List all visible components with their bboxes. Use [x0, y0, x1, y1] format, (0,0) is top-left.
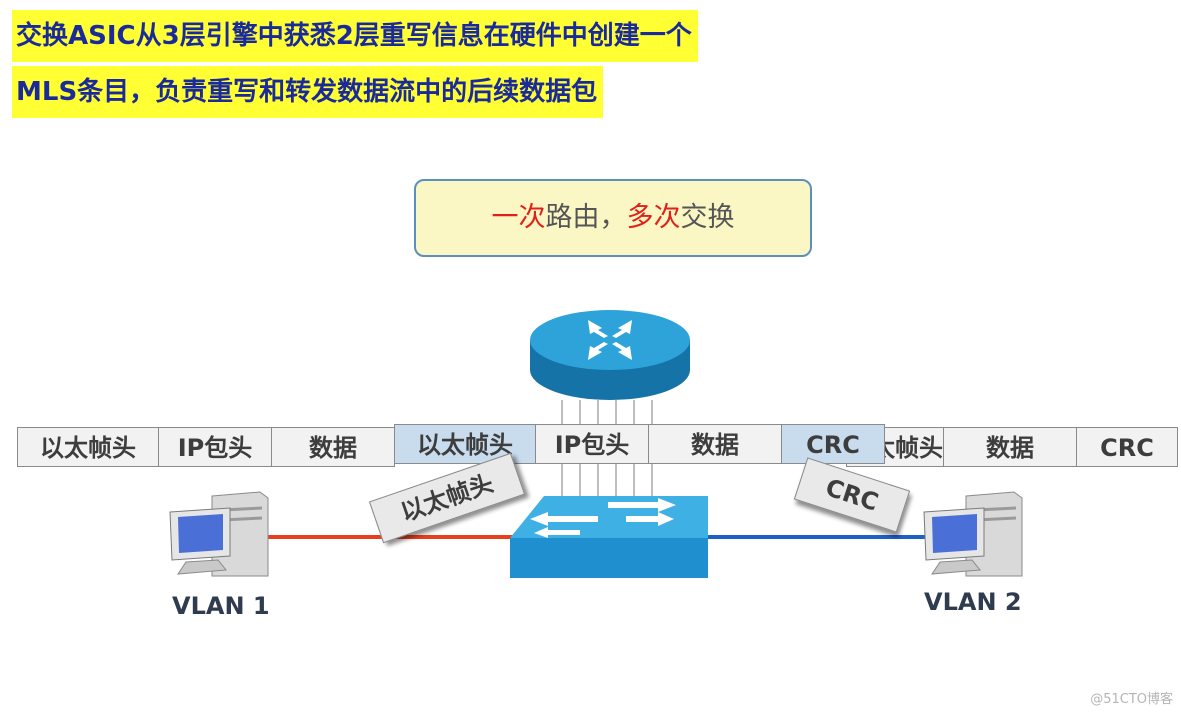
callout-switching: 交换 — [680, 202, 735, 233]
packet-mid-crc: CRC — [781, 424, 885, 464]
title-line-1: 交换ASIC从3层引擎中获悉2层重写信息在硬件中创建一个 — [12, 10, 698, 62]
watermark: @51CTO博客 — [1090, 692, 1173, 707]
vlan2-link — [700, 535, 930, 539]
packet-mid-ethernet-header: 以太帧头 — [394, 424, 536, 464]
callout-many: 多次 — [626, 202, 681, 233]
tilted-crc: CRC — [793, 457, 911, 533]
packet-right-data: 数据 — [943, 427, 1077, 467]
packet-mid-data: 数据 — [648, 424, 782, 464]
host-left-label: VLAN 1 — [172, 592, 270, 620]
router-icon — [530, 310, 690, 400]
callout-once: 一次 — [491, 202, 546, 233]
multilayer-switch-icon — [510, 496, 708, 578]
computer-icon — [923, 491, 1023, 577]
host-right-label: VLAN 2 — [924, 588, 1022, 616]
packet-left-ip-header: IP包头 — [158, 427, 272, 467]
packet-right-crc: CRC — [1076, 427, 1178, 467]
packet-mid-ip-header: IP包头 — [535, 424, 649, 464]
callout-routing: 路由， — [545, 202, 627, 233]
callout-box: 一次路由，多次交换 — [414, 179, 812, 257]
packet-left-ethernet-header: 以太帧头 — [17, 427, 159, 467]
title-line-2: MLS条目，负责重写和转发数据流中的后续数据包 — [12, 66, 604, 118]
packet-left-data: 数据 — [271, 427, 395, 467]
computer-icon — [169, 491, 269, 577]
